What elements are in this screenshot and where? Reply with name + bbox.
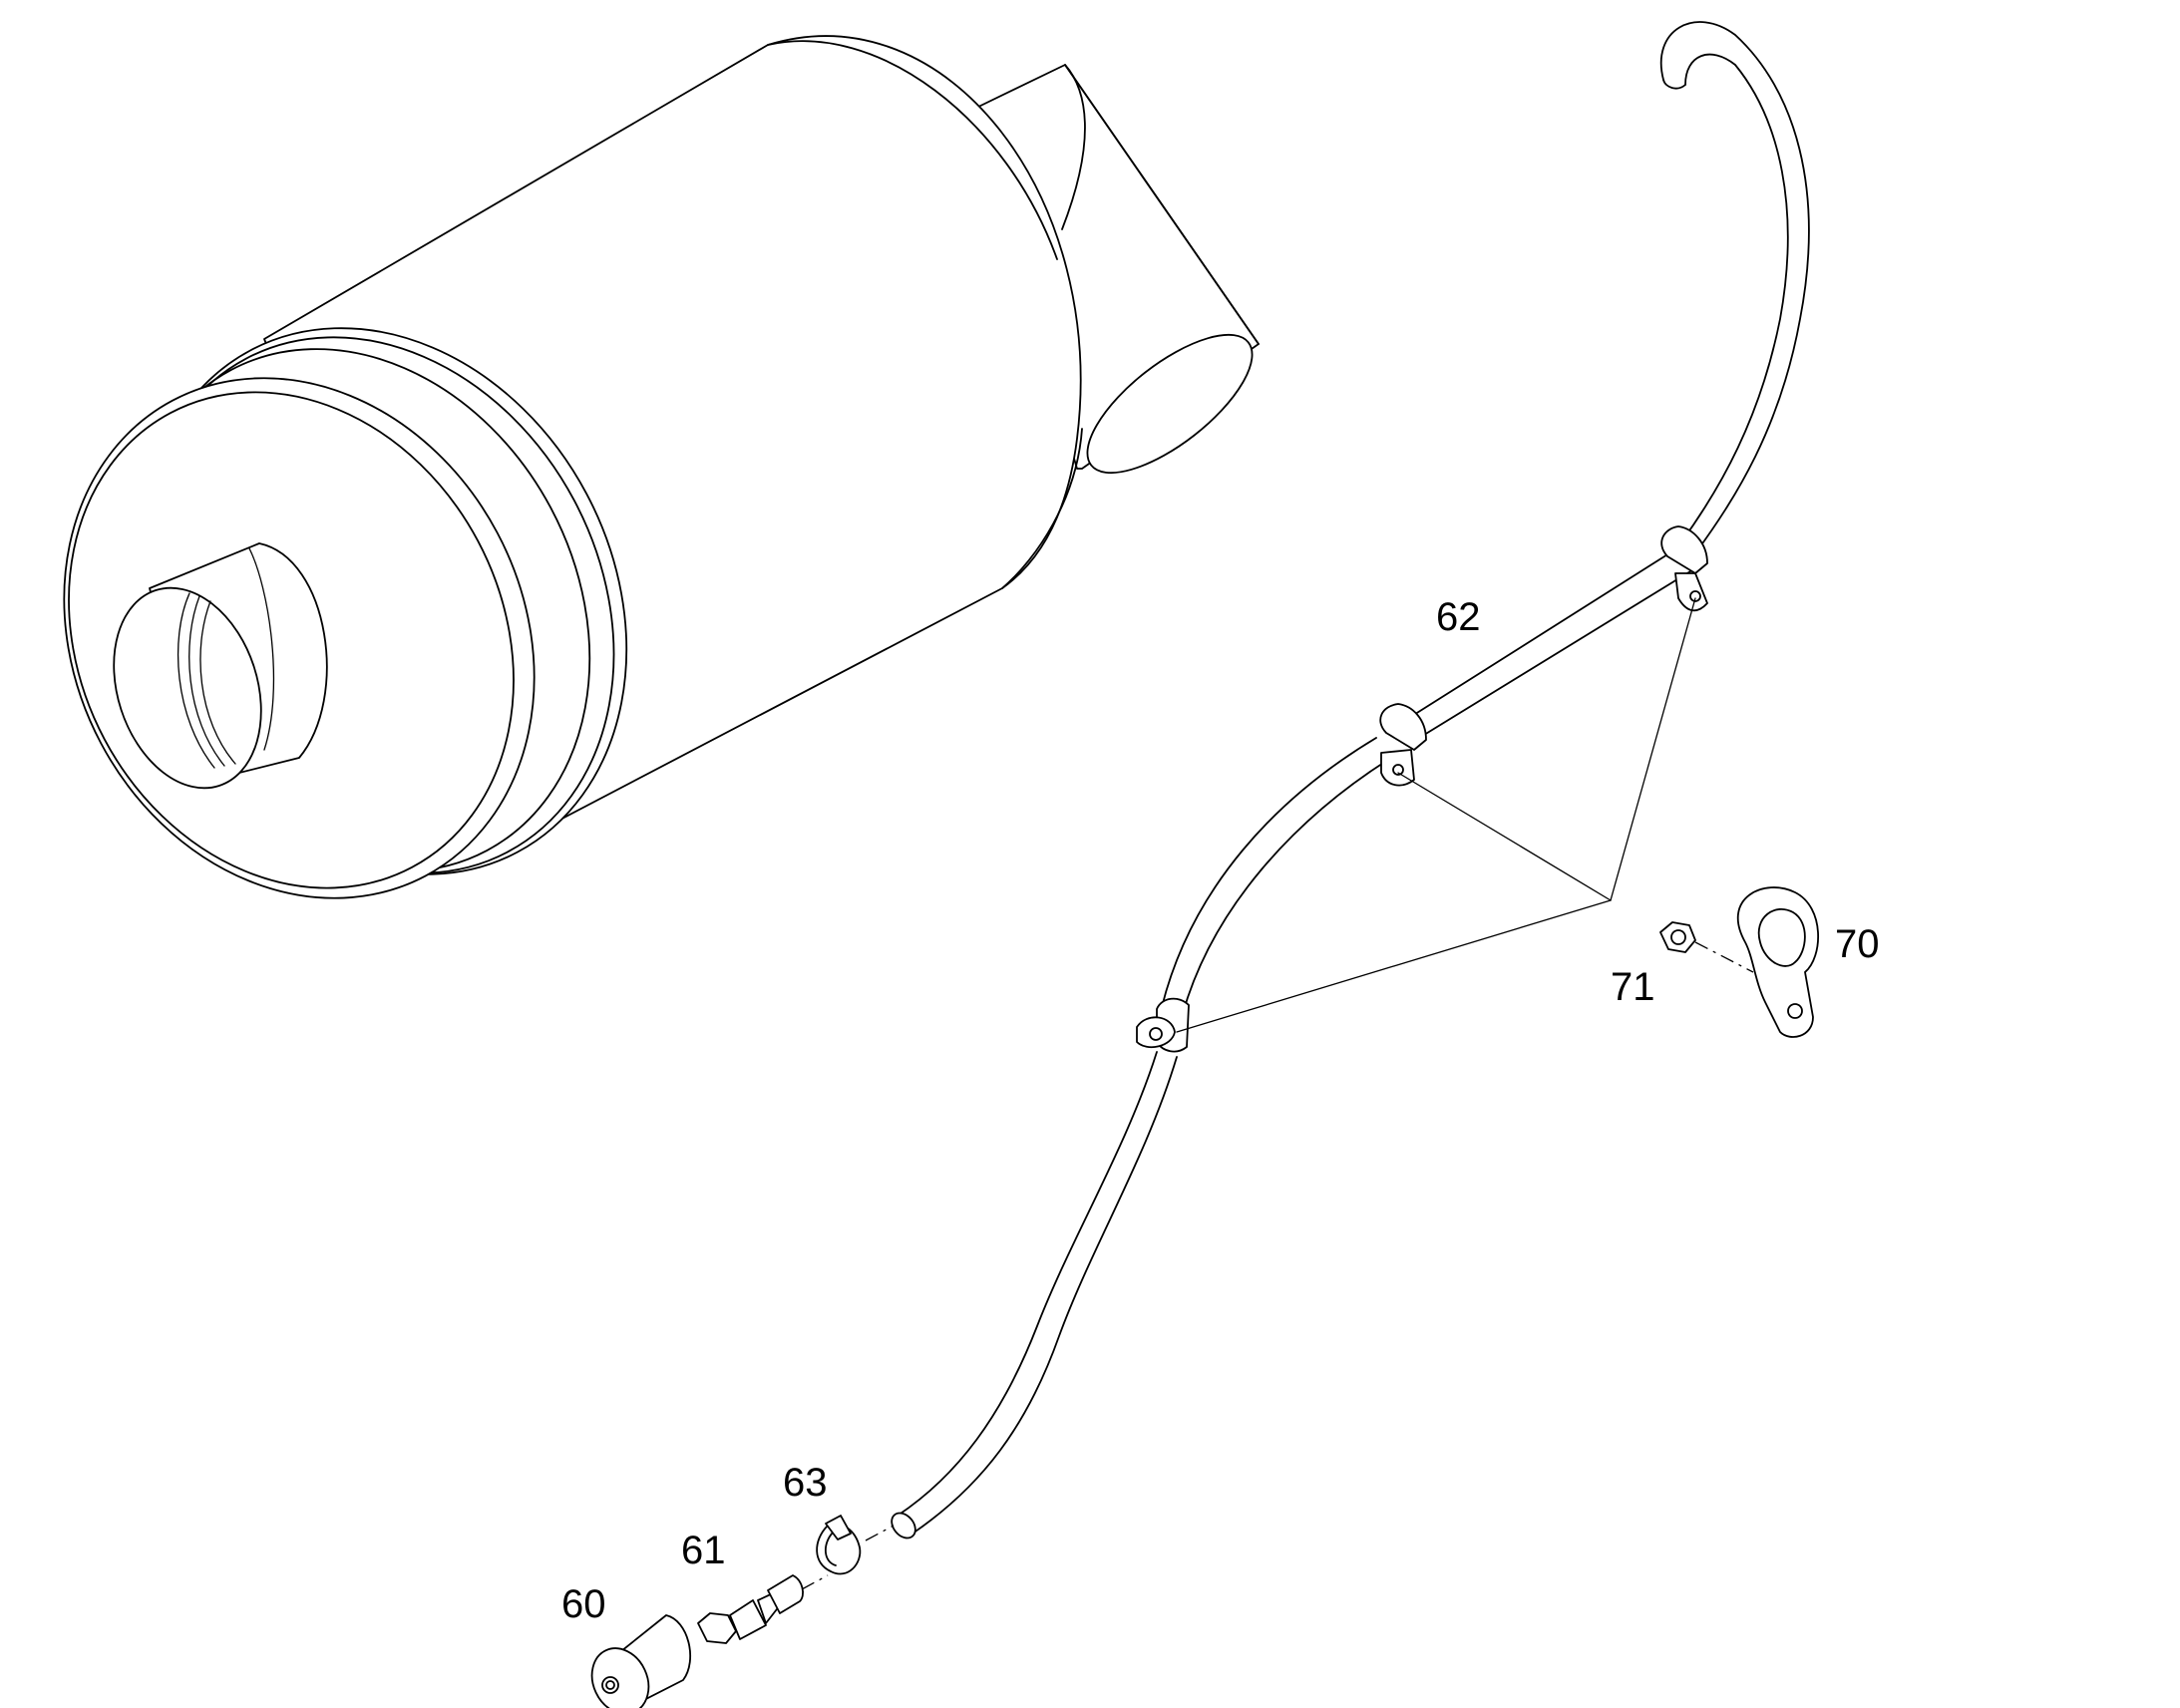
fitting-61 [697, 1574, 829, 1644]
label-71: 71 [1611, 965, 1655, 1009]
hose-clamp-middle [1379, 703, 1427, 787]
hose-clamp-upper [1660, 525, 1708, 612]
label-70: 70 [1835, 922, 1880, 966]
p-clamp-70 [1737, 886, 1820, 1038]
cap-60 [590, 1614, 692, 1708]
nut-71 [1659, 921, 1754, 973]
inlet-tube [113, 542, 328, 790]
hose-clamp-lower [1136, 997, 1190, 1053]
label-61: 61 [681, 1529, 726, 1572]
hose-62 [891, 21, 1810, 1539]
clamp-leader-lines [1176, 597, 1696, 1033]
label-63: 63 [783, 1461, 828, 1505]
hose-clamp-63 [816, 1515, 895, 1575]
part-labels: 62 70 71 63 61 60 [561, 595, 1880, 1626]
label-62: 62 [1436, 595, 1481, 639]
air-filter-housing [63, 35, 1260, 899]
label-60: 60 [561, 1582, 606, 1626]
outlet-elbow [971, 64, 1260, 475]
